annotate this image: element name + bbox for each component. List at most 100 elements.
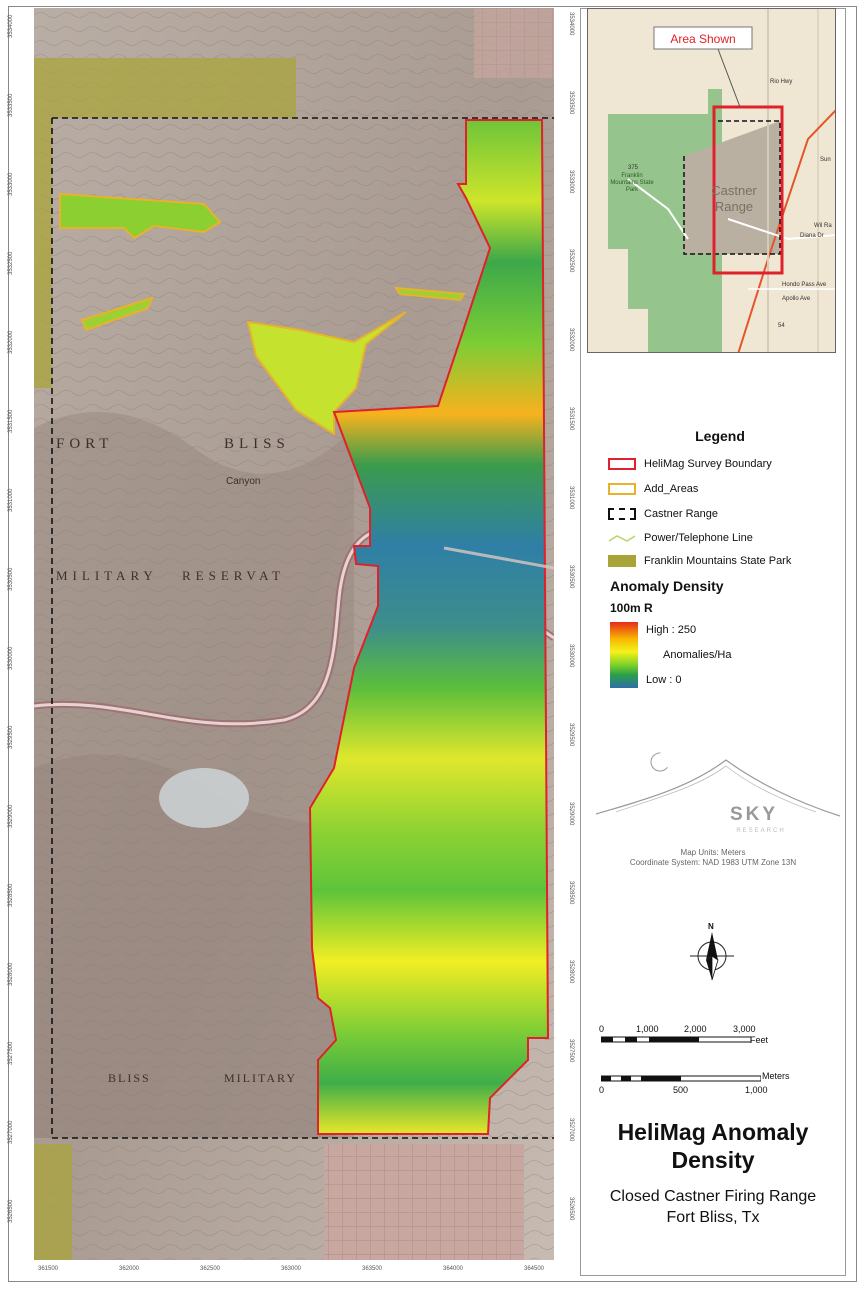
sky-research-logo: SKY RESEARCH <box>596 752 840 834</box>
add-areas-swatch <box>608 483 636 495</box>
right-axis-tick: 3532000 <box>568 328 574 352</box>
map-label-bliss: BLISS <box>224 436 290 452</box>
bottom-axis-tick: 363000 <box>281 1266 302 1272</box>
coordinate-system-text: Coordinate System: NAD 1983 UTM Zone 13N <box>629 858 797 867</box>
left-axis-tick: 3529000 <box>8 804 14 828</box>
inset-area-shown-box <box>712 105 784 275</box>
right-axis-tick: 3529500 <box>568 723 574 747</box>
right-axis-tick: 3532500 <box>568 249 574 273</box>
left-axis-tick: 3526500 <box>8 1199 14 1223</box>
map-subtitle: Closed Castner Firing Range Fort Bliss, … <box>580 1186 846 1228</box>
scale-feet-tick: 1,000 <box>636 1024 659 1034</box>
scale-meters-tick: 0 <box>599 1085 605 1095</box>
legend-label-castner-range: Castner Range <box>644 508 718 520</box>
ramp-low-label: Low : 0 <box>646 674 682 686</box>
bottom-axis-tick: 363500 <box>362 1266 383 1272</box>
castner-range-swatch <box>608 508 636 520</box>
legend-title: Legend <box>695 428 745 444</box>
scale-feet-unit: Feet <box>750 1035 769 1045</box>
left-axis-tick: 3531000 <box>8 488 14 512</box>
inset-road-wil-ra: Wil Ra <box>814 223 832 229</box>
map-units-text: Map Units: Meters <box>680 848 746 857</box>
map-label-bliss-2: BLISS <box>108 1071 151 1085</box>
inset-road-diana: Diana Dr <box>800 233 824 239</box>
right-axis-tick: 3529000 <box>568 802 574 826</box>
map-label-military-2: MILITARY <box>224 1071 297 1085</box>
ramp-high-label: High : 250 <box>646 624 697 636</box>
scale-bar-meters <box>601 1075 761 1082</box>
right-axis-tick: 3531500 <box>568 407 574 431</box>
scale-feet-tick: 2,000 <box>684 1024 707 1034</box>
left-axis-tick: 3531500 <box>8 409 14 433</box>
left-axis-tick: 3528500 <box>8 883 14 907</box>
bottom-axis-tick: 362000 <box>119 1266 140 1272</box>
bottom-axis-tick: 362500 <box>200 1266 221 1272</box>
left-axis-tick: 3533500 <box>8 93 14 117</box>
right-axis-tick: 3533000 <box>568 170 574 194</box>
map-label-canyon: Canyon <box>226 476 260 487</box>
right-axis-tick: 3530500 <box>568 565 574 589</box>
legend-label-power-line: Power/Telephone Line <box>644 532 753 544</box>
main-map-canvas: FORT BLISS MILITARY RESERVAT BLISS MILIT… <box>34 8 554 1260</box>
scale-bar-feet <box>601 1036 751 1043</box>
legend-label-add-areas: Add_Areas <box>644 483 699 495</box>
left-axis-tick: 3532500 <box>8 251 14 275</box>
right-axis-tick: 3534000 <box>568 12 574 36</box>
legend-item-survey-boundary: HeliMag Survey Boundary <box>608 458 772 470</box>
legend-label-state-park: Franklin Mountains State Park <box>644 555 792 567</box>
left-axis-tick: 3527000 <box>8 1120 14 1144</box>
left-axis-tick: 3529500 <box>8 725 14 749</box>
power-line-swatch <box>608 535 636 542</box>
legend-item-power-line: Power/Telephone Line <box>608 532 753 544</box>
left-axis-tick: 3528000 <box>8 962 14 986</box>
logo-research-text: RESEARCH <box>736 828 785 834</box>
legend-item-add-areas: Add_Areas <box>608 483 698 495</box>
anomaly-density-title: Anomaly Density <box>610 578 724 594</box>
right-axis-tick: 3533500 <box>568 91 574 115</box>
map-layout-frame <box>8 6 857 1282</box>
map-label-reservat: RESERVAT <box>182 568 285 583</box>
left-axis-tick: 3530500 <box>8 567 14 591</box>
map-label-military-1: MILITARY <box>56 568 158 583</box>
inset-area-shown-label: Area Shown <box>670 32 735 46</box>
ramp-unit-label: Anomalies/Ha <box>663 649 732 661</box>
inset-road-54: 54 <box>778 323 785 329</box>
scale-meters-tick: 1,000 <box>745 1085 768 1095</box>
legend-label-survey-boundary: HeliMag Survey Boundary <box>644 458 772 470</box>
inset-road-apollo: Apollo Ave <box>782 296 811 302</box>
anomaly-density-color-ramp <box>610 622 638 688</box>
north-arrow-icon <box>690 932 734 981</box>
right-axis-tick: 3528000 <box>568 960 574 984</box>
main-map[interactable]: FORT BLISS MILITARY RESERVAT BLISS MILIT… <box>34 8 554 1260</box>
right-axis-tick: 3527000 <box>568 1118 574 1142</box>
logo-sky-text: SKY <box>730 804 778 825</box>
left-axis-tick: 3533000 <box>8 172 14 196</box>
state-park-swatch <box>608 555 636 567</box>
left-axis-tick: 3534000 <box>8 14 14 38</box>
inset-road-sun: Sun <box>820 157 831 163</box>
legend-item-state-park: Franklin Mountains State Park <box>608 555 791 567</box>
subtitle-line-2: Fort Bliss, Tx <box>666 1209 760 1226</box>
subtitle-line-1: Closed Castner Firing Range <box>609 1188 817 1205</box>
right-axis-tick: 3528500 <box>568 881 574 905</box>
left-axis-tick: 3530000 <box>8 646 14 670</box>
map-label-fort: FORT <box>56 436 113 452</box>
legend-item-castner-range: Castner Range <box>608 508 718 520</box>
left-axis-tick: 3532000 <box>8 330 14 354</box>
right-axis-tick: 3531000 <box>568 486 574 510</box>
left-axis-tick: 3527500 <box>8 1041 14 1065</box>
bottom-axis-tick: 364000 <box>443 1266 464 1272</box>
scale-meters-tick: 500 <box>673 1085 689 1095</box>
scale-feet-tick: 0 <box>599 1024 605 1034</box>
scale-meters-unit: Meters <box>762 1071 790 1081</box>
right-axis-tick: 3526500 <box>568 1197 574 1221</box>
survey-boundary-swatch <box>608 458 636 470</box>
bottom-axis-tick: 364500 <box>524 1266 545 1272</box>
bottom-axis-tick: 361500 <box>38 1266 59 1272</box>
north-label: N <box>708 922 714 931</box>
inset-road-hondo-pass: Hondo Pass Ave <box>782 282 827 288</box>
scale-feet-tick: 3,000 <box>733 1024 756 1034</box>
